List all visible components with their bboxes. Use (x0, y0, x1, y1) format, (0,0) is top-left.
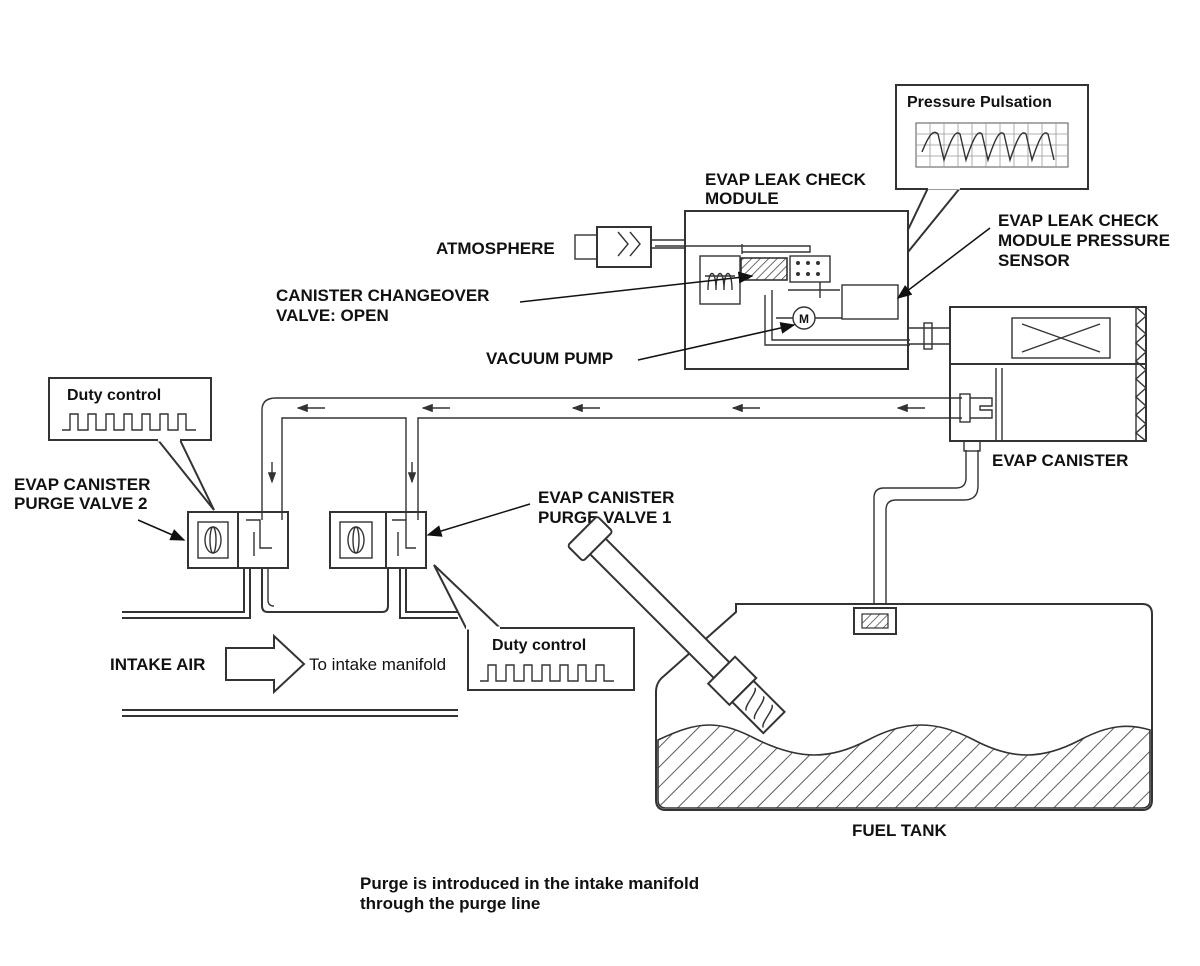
atmosphere-label: ATMOSPHERE (436, 239, 555, 258)
changeover-label-2: VALVE: OPEN (276, 306, 389, 325)
module-label-2: MODULE (705, 189, 779, 208)
purge-valve-2 (187, 510, 289, 569)
evap-leak-check-module: M (655, 210, 910, 370)
pulsation-grid (915, 122, 1069, 168)
intake-air-arrow (225, 633, 306, 695)
purge-valve-2-label-2: PURGE VALVE 2 (14, 494, 148, 513)
sensor-label-2: MODULE PRESSURE (998, 231, 1170, 250)
caption-line-2: through the purge line (360, 894, 540, 913)
evap-canister (908, 306, 1148, 442)
fuel-tank-label: FUEL TANK (852, 821, 947, 840)
changeover-label-1: CANISTER CHANGEOVER (276, 286, 489, 305)
duty-control-left-callout: Duty control (48, 377, 215, 511)
duty-waveform-left (62, 413, 196, 431)
duty-control-right-callout: Duty control (433, 564, 635, 691)
sensor-label-3: SENSOR (998, 251, 1070, 270)
purge-valve-1-label-2: PURGE VALVE 1 (538, 508, 672, 527)
atmosphere-filter (574, 226, 685, 268)
duty-control-right-label: Duty control (492, 637, 586, 654)
caption-line-1: Purge is introduced in the intake manifo… (360, 874, 699, 893)
sensor-label-1: EVAP LEAK CHECK (998, 211, 1160, 230)
purge-valve-1 (329, 510, 427, 569)
vacuum-pump-letter: M (799, 312, 809, 326)
intake-air-label: INTAKE AIR (110, 655, 205, 674)
purge-valve-1-label-1: EVAP CANISTER (538, 488, 674, 507)
canister-tank-hose (873, 440, 981, 608)
pressure-pulsation-callout: Pressure Pulsation (881, 84, 1089, 285)
duty-control-left-label: Duty control (67, 387, 161, 404)
to-intake-manifold-label: To intake manifold (309, 655, 446, 674)
duty-waveform-right (480, 664, 614, 682)
vacuum-pump-label: VACUUM PUMP (486, 349, 613, 368)
evap-canister-label: EVAP CANISTER (992, 451, 1128, 470)
intake-manifold (122, 568, 458, 717)
module-label-1: EVAP LEAK CHECK (705, 170, 867, 189)
purge-line (261, 393, 993, 510)
purge-valve-2-label-1: EVAP CANISTER (14, 475, 150, 494)
pressure-pulsation-label: Pressure Pulsation (907, 94, 1052, 111)
fuel-tank (567, 516, 1153, 811)
